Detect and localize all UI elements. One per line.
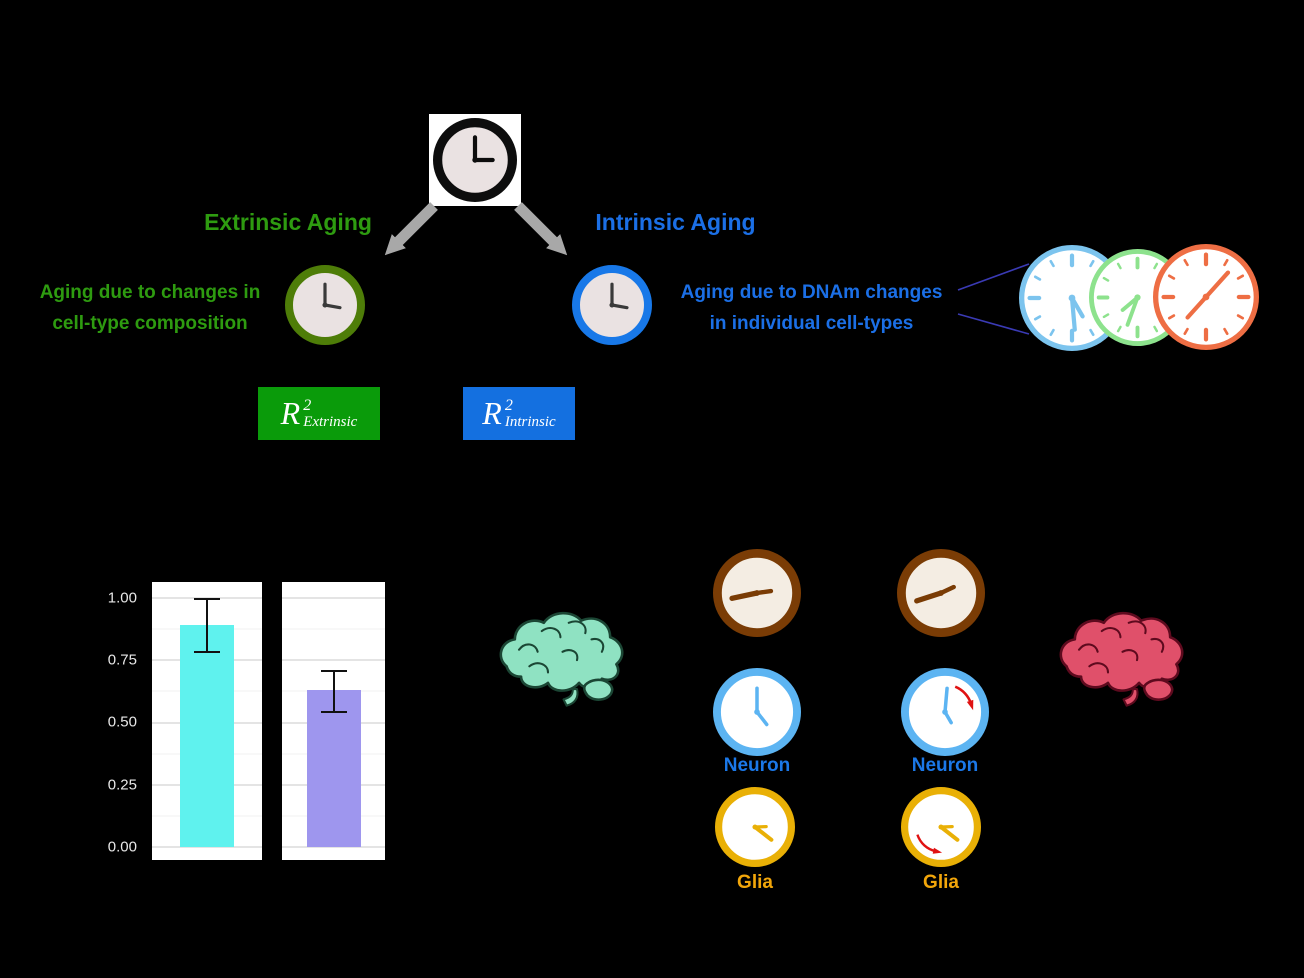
y-tick-label: 0.50: [107, 713, 137, 731]
neuron-label-left: Neuron: [723, 755, 791, 776]
error-bar-purple (right panel): [320, 670, 347, 713]
extrinsic-clock-icon: [285, 265, 365, 345]
gridline: [282, 596, 385, 599]
gridline: [282, 846, 385, 849]
glia-label-right: Glia: [923, 872, 959, 893]
glia-clock-left-icon: [715, 787, 795, 867]
intrinsic-description-line1: Aging due to DNAm changes: [680, 282, 943, 303]
r2-intrinsic-badge: R 2 Intrinsic: [463, 387, 575, 440]
r2-extrinsic-subscript: Extrinsic: [303, 413, 358, 430]
y-tick-label: 1.00: [107, 589, 137, 607]
extrinsic-aging-title: Extrinsic Aging: [204, 209, 372, 235]
bar-cyan (left panel): [180, 625, 234, 848]
y-tick-label: 0.25: [107, 776, 137, 794]
y-axis: 0.00 0.25 0.50 0.75 1.00: [85, 582, 143, 860]
gridline: [282, 659, 385, 662]
intrinsic-description-line2: in individual cell-types: [709, 313, 914, 335]
extrinsic-description-line2: cell-type composition: [52, 313, 248, 335]
extrinsic-description-line1: Aging due to changes in: [39, 282, 261, 303]
branch-arrows-icon: [384, 202, 568, 256]
y-tick-label: 0.00: [107, 838, 137, 856]
master-clock-icon: [433, 118, 517, 202]
y-tick-label: 0.75: [107, 651, 137, 669]
bulk-clock-left-icon: [713, 549, 801, 637]
master-clock-box: [429, 114, 521, 206]
chart-panel-right: [282, 582, 385, 860]
intrinsic-clock-icon: [572, 265, 652, 345]
gridline: [152, 846, 262, 849]
r2-intrinsic-subscript: Intrinsic: [504, 413, 556, 430]
error-bar-cyan (left panel): [194, 597, 220, 653]
zoom-connector-lines: [957, 263, 1030, 335]
extrinsic-description: Aging due to changes in cell-type compos…: [25, 277, 275, 340]
r2-extrinsic-script: 2 Extrinsic: [303, 396, 358, 430]
r2-intrinsic-symbol: R: [482, 395, 502, 431]
r2-extrinsic-symbol: R: [280, 395, 301, 431]
neuron-clock-left-icon: [713, 668, 801, 756]
intrinsic-description: Aging due to DNAm changes in individual …: [660, 277, 963, 340]
r2-intrinsic-script: 2 Intrinsic: [504, 396, 556, 430]
intrinsic-aging-title: Intrinsic Aging: [595, 209, 756, 235]
bar-purple (right panel): [306, 690, 361, 848]
glia-clock-right-icon: [901, 787, 981, 867]
neuron-clock-right-icon: [901, 668, 989, 756]
r2-extrinsic-badge: R 2 Extrinsic: [258, 387, 380, 440]
bulk-clock-right-icon: [897, 549, 985, 637]
brain-icon-teal: [500, 613, 623, 706]
glia-label-left: Glia: [737, 872, 773, 893]
neuron-label-right: Neuron: [911, 755, 979, 776]
cell-type-clock-orange-icon: [1153, 244, 1259, 350]
r2-intrinsic-exponent: 2: [504, 396, 513, 414]
gridline: [282, 628, 385, 630]
r2-extrinsic-exponent: 2: [303, 396, 312, 414]
brain-icon-pink: [1060, 613, 1183, 706]
chart-panel-left: [152, 582, 262, 860]
